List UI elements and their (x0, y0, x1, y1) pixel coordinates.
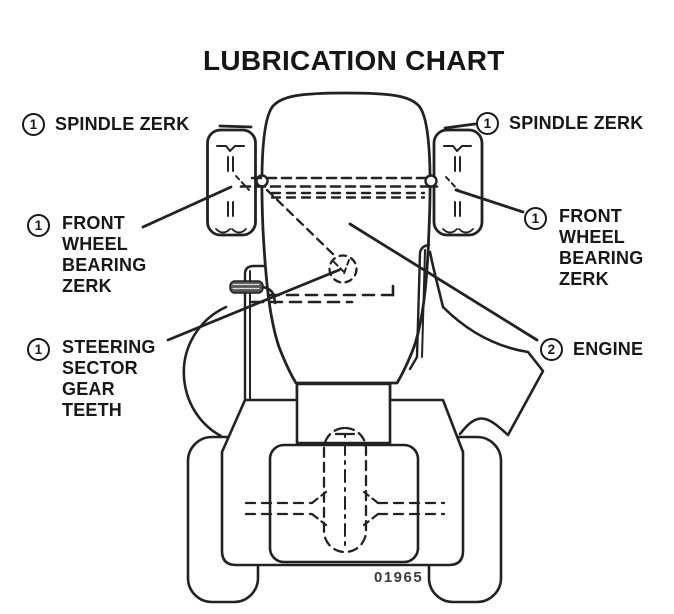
callout-label: FRONT WHEEL BEARING ZERK (559, 206, 644, 289)
callout-number-badge: 1 (524, 207, 547, 230)
leader-lines (141, 122, 539, 342)
tire-tread-mark (443, 145, 472, 152)
left-fender-arc (182, 305, 228, 438)
callout-number-badge: 1 (476, 112, 499, 135)
discharge-chute (441, 305, 545, 437)
front-axle-dashed (239, 176, 439, 199)
callout-number-badge: 1 (27, 214, 50, 237)
leader-spindle-right (443, 122, 477, 130)
callout-steering-sector: 1 STEERING SECTOR GEAR TEETH (27, 337, 156, 421)
leader-spindle-left (218, 124, 253, 129)
page-title: LUBRICATION CHART (203, 45, 505, 76)
spindle-zerk-right (424, 174, 438, 188)
hood-body (260, 91, 432, 385)
callout-label: ENGINE (573, 339, 644, 359)
callout-number-badge: 1 (27, 338, 50, 361)
hub-center-line (227, 156, 234, 217)
steering-sector-gear (328, 254, 358, 284)
hub-center-line (454, 156, 461, 217)
control-lever (229, 280, 277, 305)
front-wheel-right (432, 128, 484, 237)
callout-spindle-zerk-right: 1 SPINDLE ZERK (476, 111, 643, 135)
leader-front-wheel-bearing-right (454, 188, 525, 214)
steering-linkage-dashed (250, 188, 395, 304)
leader-steering-sector (166, 268, 341, 342)
driveline-dashed (244, 426, 446, 554)
leader-engine (348, 222, 539, 342)
callout-spindle-zerk-left: 1 SPINDLE ZERK (22, 112, 189, 136)
callout-engine: 2 ENGINE (540, 337, 643, 361)
callout-front-wheel-bearing-right: 1 FRONT WHEEL BEARING ZERK (524, 206, 643, 290)
front-wheel-left (206, 128, 257, 237)
leader-front-wheel-bearing-left (141, 185, 233, 229)
figure-number: 01965 (374, 569, 424, 586)
callout-number-badge: 2 (540, 338, 563, 361)
callout-number-badge: 1 (22, 113, 45, 136)
frame-edge-right (428, 250, 445, 309)
callout-label: STEERING SECTOR GEAR TEETH (62, 337, 156, 420)
running-board-right (408, 243, 431, 371)
callout-label: SPINDLE ZERK (509, 113, 644, 133)
tire-tread-mark (216, 145, 245, 152)
callout-label: FRONT WHEEL BEARING ZERK (62, 213, 147, 296)
callout-front-wheel-bearing-left: 1 FRONT WHEEL BEARING ZERK (27, 213, 146, 297)
callout-label: SPINDLE ZERK (55, 114, 190, 134)
